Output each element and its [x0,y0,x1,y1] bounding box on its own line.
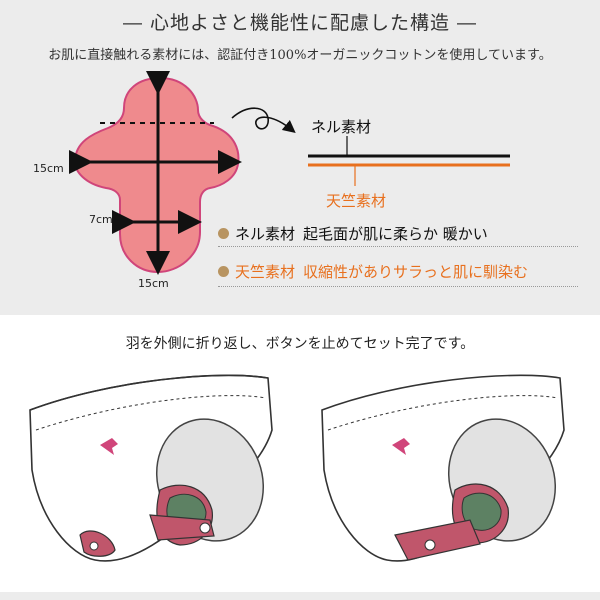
feature-name: 天竺素材 [235,263,296,281]
feature-desc: 収縮性がありサラっと肌に馴染む [303,263,529,281]
mid-width-label: 7cm [89,213,113,226]
length-label: 15cm [138,277,169,290]
feature-row-flannel: ネル素材 起毛面が肌に柔らか 暖かい [218,223,488,244]
page-title: ― 心地よさと機能性に配慮した構造 ― [122,12,478,34]
panty-wings-open [29,374,273,562]
divider [218,246,578,247]
divider [218,286,578,287]
bullet-icon [218,266,229,277]
bullet-icon [218,228,229,239]
pad-diagram [69,71,510,275]
bottom-strip [0,592,600,600]
width-label: 15cm [33,162,64,175]
feature-row-jersey: 天竺素材 収縮性がありサラっと肌に馴染む [218,261,528,282]
page-subtitle: お肌に直接触れる素材には、認証付き100%オーガニックコットンを使用しています。 [48,48,552,63]
feature-name: ネル素材 [235,225,296,243]
jersey-label: 天竺素材 [326,192,387,210]
instruction-caption: 羽を外側に折り返し、ボタンを止めてセット完了です。 [125,336,475,352]
panty-wings-folded [321,374,565,562]
feature-desc: 起毛面が肌に柔らか 暖かい [303,225,488,243]
flannel-label: ネル素材 [311,118,372,136]
usage-illustrations [29,374,565,562]
